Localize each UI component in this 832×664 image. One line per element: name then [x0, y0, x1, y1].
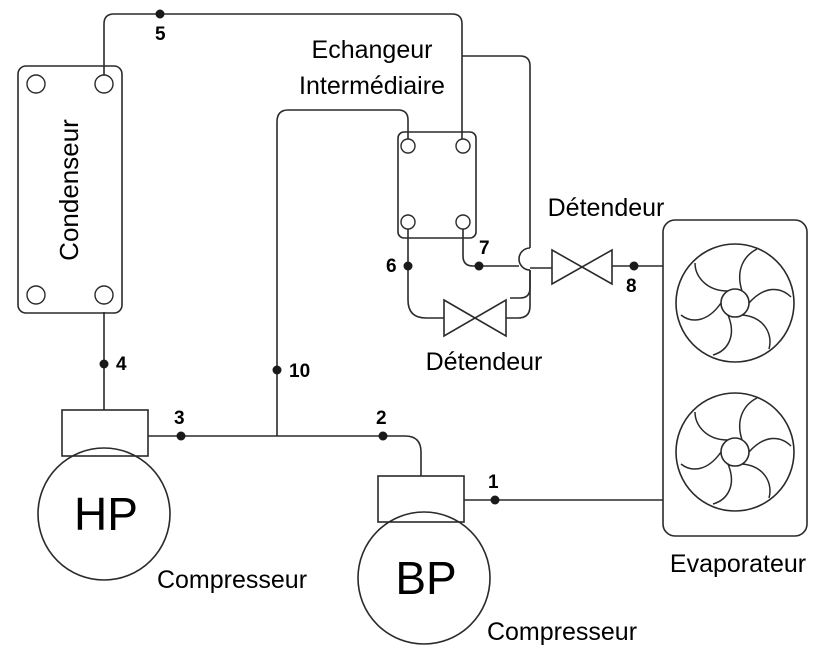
node-6 [403, 261, 413, 271]
pipe-point-7 [462, 224, 519, 267]
condenser-body [17, 65, 123, 314]
exchanger-port-top-right [455, 138, 471, 154]
node-2 [378, 431, 388, 441]
bp-compressor-label: Compresseur [487, 618, 637, 646]
evaporator-label: Evaporateur [670, 550, 806, 578]
pipe-condenser-to-exchanger [103, 13, 463, 146]
evaporator: Evaporateur [662, 219, 808, 578]
point-3-label: 3 [174, 408, 185, 429]
exchanger-label-line2: Intermédiaire [299, 72, 445, 100]
exchanger-label-line1: Echangeur [312, 36, 433, 64]
valve-top-shape [551, 248, 613, 286]
node-4 [99, 359, 109, 369]
exchanger-port-bottom-left [400, 214, 416, 230]
pipe-exchanger-to-line-10 [276, 109, 409, 436]
point-2-label: 2 [376, 408, 387, 429]
piping [103, 13, 663, 501]
condenser: Condenseur [17, 65, 123, 314]
condenser-label: Condenseur [54, 119, 84, 261]
point-1-label: 1 [488, 472, 499, 493]
node-3 [176, 431, 186, 441]
bp-compressor: BP Compresseur [357, 475, 637, 646]
exchanger-port-bottom-right [455, 214, 471, 230]
pipe-split-to-evaporator-branch [462, 55, 531, 248]
bp-compressor-head [377, 475, 465, 523]
hp-compressor-code: HP [74, 488, 138, 540]
node-1 [490, 495, 500, 505]
condenser-port-top-right [94, 74, 114, 94]
node-5 [155, 9, 165, 19]
pipe-to-upper-valve [510, 267, 552, 299]
pipe-point-6 [407, 224, 444, 319]
intermediate-exchanger: Echangeur Intermédiaire [299, 36, 477, 239]
bp-compressor-code: BP [395, 552, 456, 604]
point-10-label: 10 [289, 361, 310, 382]
point-6-label: 6 [386, 256, 397, 277]
expansion-valve-bottom-label: Détendeur [426, 348, 543, 376]
node-8 [629, 261, 639, 271]
condenser-port-bottom-right [94, 285, 114, 305]
expansion-valve-top: Détendeur [548, 194, 665, 286]
state-points: 5 4 10 3 2 1 6 7 8 [99, 9, 639, 505]
exchanger-body [397, 131, 477, 239]
condenser-port-bottom-left [26, 285, 46, 305]
point-5-label: 5 [155, 24, 166, 45]
point-8-label: 8 [626, 276, 637, 297]
fan-icon [675, 392, 795, 512]
expansion-valve-top-label: Détendeur [548, 194, 665, 222]
fan-icon [675, 243, 795, 363]
pipe-points-3-2 [148, 435, 422, 476]
pipe-crossover [518, 247, 531, 271]
point-4-label: 4 [116, 354, 127, 375]
evaporator-body [662, 219, 808, 537]
expansion-valve-bottom: Détendeur [426, 298, 543, 376]
hp-compressor-label: Compresseur [157, 566, 307, 594]
exchanger-port-top-left [400, 138, 416, 154]
valve-bottom-shape [443, 298, 507, 338]
hp-compressor-head [61, 409, 149, 457]
hp-compressor-body [37, 447, 171, 581]
node-7 [474, 261, 484, 271]
point-7-label: 7 [479, 238, 490, 259]
condenser-port-top-left [26, 74, 46, 94]
hp-compressor: HP Compresseur [37, 409, 307, 594]
bp-compressor-body [357, 511, 491, 645]
pipe-lower-valve-out [506, 270, 531, 319]
node-10 [272, 365, 282, 375]
